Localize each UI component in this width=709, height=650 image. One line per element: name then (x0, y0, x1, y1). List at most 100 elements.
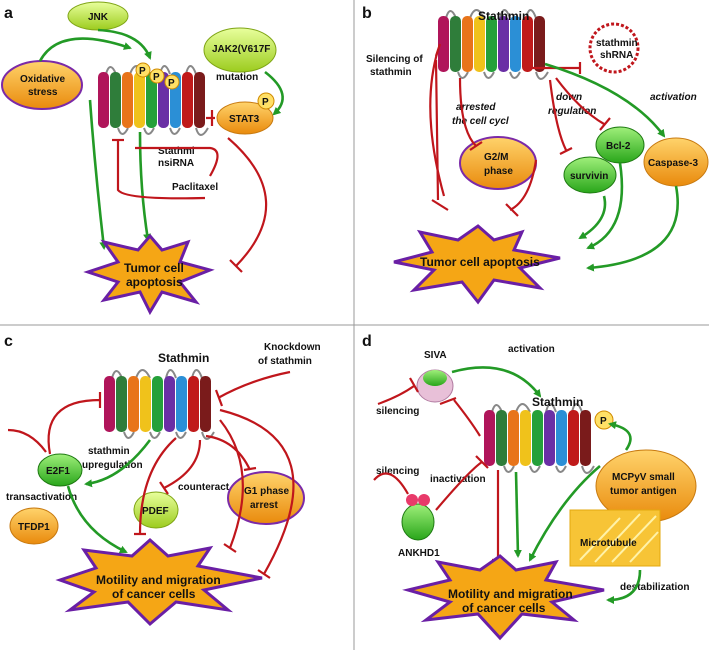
transactivation-label: transactivation (6, 492, 77, 503)
panel-a: a P P P JNK Oxidative stress JAK2(V617F … (1, 1, 284, 316)
tfdp1-label: TFDP1 (18, 522, 50, 533)
sirna-label-2: nsiRNA (158, 158, 194, 169)
mutation-label: mutation (216, 72, 258, 83)
panel-b-letter: b (362, 5, 372, 22)
inhibit-stathmin-apoptosis-left (431, 59, 449, 211)
motility-star-c (55, 537, 263, 627)
inhibit-pdef (159, 439, 202, 495)
arrested-b-2: the cell cycl (452, 116, 509, 127)
inhibit-g1-motility (219, 419, 244, 553)
destabilization-label: destabilization (620, 582, 689, 593)
knockdown-2: of stathmin (258, 356, 312, 367)
shrna-node (588, 22, 640, 74)
arrow-stathmin-apoptosis-2 (138, 131, 152, 242)
inhibit-silencing-siva (377, 377, 419, 406)
arrow-survivin-apoptosis (578, 195, 607, 240)
siva-label: SIVA (424, 350, 447, 361)
jak2-node (203, 27, 277, 73)
ankhd1-protein (401, 494, 435, 541)
microtubule-lines (579, 513, 659, 563)
oxidative-label-1: Oxidative (20, 74, 65, 85)
inhibit-e2f1-stathmin (47, 392, 102, 455)
stat3-node (216, 101, 274, 135)
g2m-label-1: G2/M (484, 152, 508, 163)
g2m-node (459, 136, 537, 190)
inhibit-silencing-ankhd1 (373, 472, 409, 495)
panel-c: c Stathmin Knockdown of stathmin stathmi… (4, 333, 321, 627)
sirna-label-1: Stathmi (158, 146, 195, 157)
pdef-label: PDEF (142, 506, 169, 517)
silencing-b-1: Silencing of (366, 54, 423, 65)
down-b-1: down (556, 92, 582, 103)
down-b-2: regulation (548, 106, 596, 117)
inhibit-left (7, 428, 47, 453)
shrna-label-2: shRNA (600, 50, 633, 61)
shrna-label-1: stathmin (596, 38, 638, 49)
silencing-d-2: silencing (376, 466, 419, 477)
inhibit-stat3-stathmin (206, 110, 215, 126)
motility-star-d (402, 554, 605, 641)
inhibit-sirna (135, 146, 219, 177)
upreg-2: upregulation (82, 460, 143, 471)
inhibit-siva-stathmin (439, 396, 481, 437)
mcpyv-label-2: tumor antigen (610, 486, 677, 497)
inhibit-pdef-motility (134, 437, 177, 536)
outcome-a-2: apoptosis (126, 275, 183, 289)
outcome-c-1: Motility and migration (96, 573, 221, 587)
apoptosis-star-b (393, 224, 561, 305)
g2m-label-2: phase (484, 166, 513, 177)
bcl2-label: Bcl-2 (606, 141, 631, 152)
phospho-label-a2: P (153, 72, 160, 83)
mcpyv-label-1: MCPyV small (612, 472, 675, 483)
arrow-upregulation (84, 439, 152, 488)
stathmin-protein-c (103, 369, 215, 440)
arrow-mcpyv-motility (528, 465, 601, 562)
silencing-b-2: stathmin (370, 67, 412, 78)
arrow-mcpyv-stathmin (608, 421, 632, 451)
inhibit-knockdown-motility (219, 408, 295, 579)
oxidative-stress-node (1, 60, 83, 110)
arrow-bcl2-apoptosis (586, 162, 624, 250)
arrow-jak2-stat3 (264, 70, 284, 116)
arrested-b-1: arrested (456, 102, 496, 113)
arrow-caspase (544, 62, 666, 138)
e2f1-label: E2F1 (46, 466, 70, 477)
phospho-badges-a: P P P (135, 62, 180, 90)
upreg-1: stathmin (88, 446, 130, 457)
microtubule-box (569, 509, 661, 567)
siva-protein (416, 369, 454, 403)
inhibit-silencing (429, 43, 446, 197)
paclitaxel-label: Paclitaxel (172, 182, 218, 193)
arrow-destabilization (606, 569, 642, 604)
inhibit-g2m-apoptosis (505, 159, 538, 217)
inhibit-g2m (458, 77, 483, 151)
stathmin-label-b: Stathmin (478, 9, 529, 23)
inactivation-label: inactivation (430, 474, 486, 485)
arrow-oxidative-stathmin (38, 37, 132, 62)
outcome-d-2: of cancer cells (462, 601, 546, 615)
arrow-stathmin-apoptosis-1 (88, 99, 108, 250)
panel-d: d SIVA activation Stathmin P silencing s… (362, 333, 697, 641)
arrow-e2f1-motility (66, 485, 128, 554)
inhibit-bcl2 (555, 77, 611, 131)
knockdown-1: Knockdown (264, 342, 321, 353)
apoptosis-star-a (83, 233, 215, 316)
microtubule-label: Microtubule (580, 538, 637, 549)
inhibit-g1 (205, 434, 257, 472)
pdef-node (133, 491, 179, 529)
jnk-label: JNK (88, 12, 109, 23)
survivin-node (563, 156, 617, 194)
inhibit-ankhd1-stathmin (435, 455, 489, 511)
counteract-label: counteract (178, 482, 230, 493)
silencing-d-1: silencing (376, 406, 419, 417)
g1-node (227, 471, 305, 525)
stat3-phospho-label: P (262, 97, 269, 108)
inhibit-stathmin-motility (492, 470, 504, 562)
phospho-label-a3: P (168, 78, 175, 89)
outcome-c-2: of cancer cells (112, 587, 196, 601)
arrow-jnk-stathmin (97, 28, 152, 60)
survivin-label: survivin (570, 171, 608, 182)
stathmin-label-d: Stathmin (532, 395, 583, 409)
caspase-label: Caspase-3 (648, 158, 698, 169)
outcome-d-1: Motility and migration (448, 587, 573, 601)
